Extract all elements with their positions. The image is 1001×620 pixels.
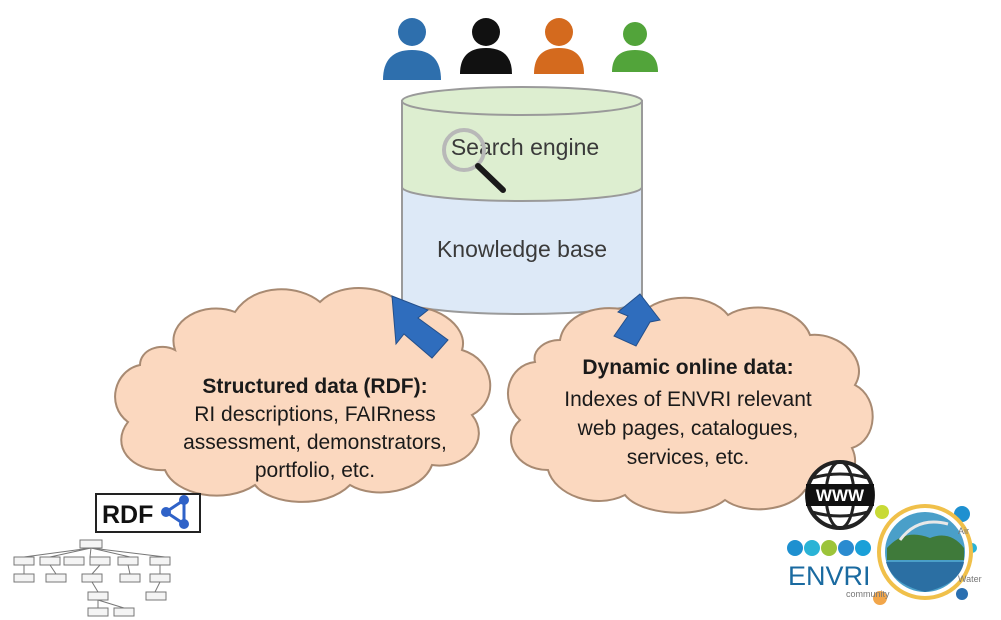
user-icon-green	[612, 22, 658, 72]
user-icon-blue	[383, 18, 441, 80]
envri-logo: WWW ENVRI community Air Water	[787, 460, 982, 605]
user-icon-black	[460, 18, 512, 74]
right-upload-arrow	[613, 293, 661, 347]
rdf-tree-diagram	[13, 539, 171, 617]
envri-tag-air: Air	[958, 526, 969, 536]
rdf-graph-icon	[161, 495, 189, 529]
www-text: WWW	[816, 486, 865, 505]
left-cloud-line-1: RI descriptions, FAIRness	[194, 403, 436, 426]
envri-dots	[787, 505, 977, 605]
right-cloud-title: Dynamic online data:	[582, 356, 793, 379]
earth-photo-circle	[877, 504, 973, 600]
magnifier-icon	[442, 128, 506, 193]
envri-tag-water: Water	[958, 574, 982, 584]
envri-sub: community	[846, 589, 890, 599]
knowledge-base-label: Knowledge base	[437, 236, 607, 262]
search-engine-label: Search engine	[451, 134, 599, 160]
left-cloud-title: Structured data (RDF):	[202, 375, 427, 398]
envri-name: ENVRI	[788, 561, 871, 591]
left-upload-arrow	[391, 295, 449, 359]
rdf-logo: RDF	[95, 493, 201, 533]
www-globe-icon: WWW	[805, 460, 875, 530]
left-cloud-line-2: assessment, demonstrators,	[183, 431, 447, 454]
rdf-logo-text: RDF	[102, 501, 153, 529]
dynamic-data-cloud: Dynamic online data: Indexes of ENVRI re…	[507, 296, 874, 514]
right-cloud-line-2: web pages, catalogues,	[577, 417, 799, 440]
right-cloud-line-1: Indexes of ENVRI relevant	[564, 388, 812, 411]
right-cloud-line-3: services, etc.	[627, 446, 750, 469]
search-engine-cylinder: Search engine	[401, 86, 643, 202]
user-icon-orange	[534, 18, 584, 74]
left-cloud-line-3: portfolio, etc.	[255, 459, 375, 482]
knowledge-base-cylinder: Knowledge base	[401, 186, 643, 315]
structured-data-cloud: Structured data (RDF): RI descriptions, …	[114, 287, 492, 503]
